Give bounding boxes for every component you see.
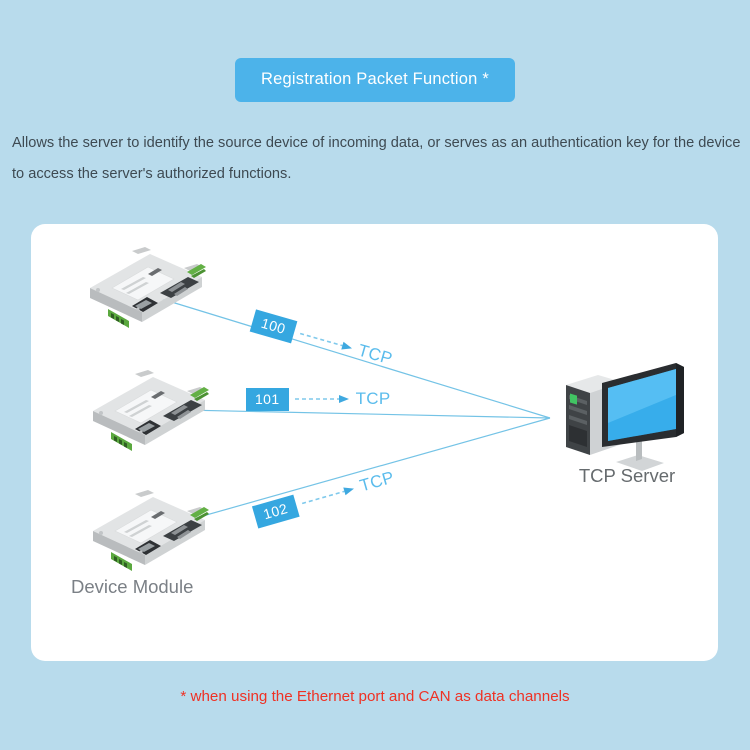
flow-label-1: 100 TCP	[249, 308, 395, 373]
dashed-arrow-icon-2	[294, 395, 349, 403]
footnote-text: * when using the Ethernet port and CAN a…	[180, 688, 570, 705]
diagram-card: 100 TCP 101 TCP 102 TCP Device Module	[31, 224, 718, 661]
dashed-arrow-icon-1	[299, 332, 352, 350]
flow-id-badge-1: 100	[249, 308, 298, 343]
header: Registration Packet Function *	[0, 58, 750, 102]
device-module-3	[91, 489, 209, 571]
page-title: Registration Packet Function *	[235, 58, 515, 102]
flow-id-badge-2: 101	[246, 387, 289, 411]
flow-label-2: 101 TCP	[246, 386, 390, 412]
device-module-label: Device Module	[71, 576, 194, 597]
dashed-arrow-icon-3	[301, 487, 354, 505]
flow-label-3: 102 TCP	[251, 465, 397, 530]
tcp-server-label: TCP Server	[578, 465, 676, 486]
flow-protocol-2: TCP	[355, 389, 391, 408]
description-text: Allows the server to identify the source…	[12, 135, 741, 182]
flow-protocol-3: TCP	[357, 467, 397, 496]
device-module-2	[91, 369, 209, 451]
tcp-server-illustration	[552, 355, 700, 480]
device-module-1	[88, 246, 206, 328]
flow-protocol-1: TCP	[355, 340, 395, 369]
flow-id-badge-3: 102	[251, 494, 300, 529]
